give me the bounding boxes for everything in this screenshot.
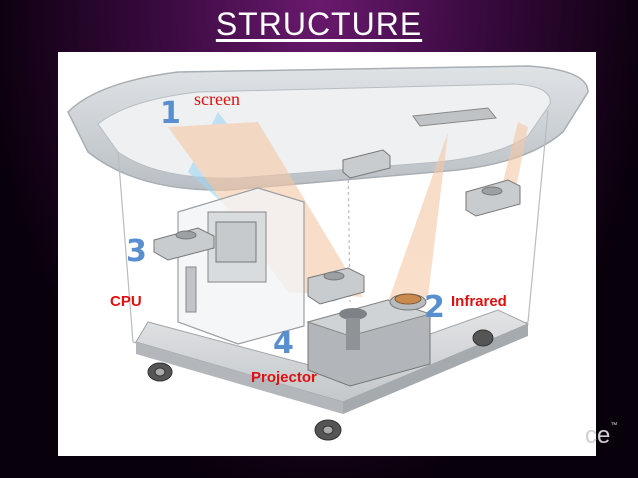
- wheels: [147, 329, 494, 441]
- slide-title: STRUCTURE: [0, 6, 638, 43]
- number-3-marker: 3: [126, 234, 147, 269]
- number-2-marker: 2: [424, 290, 445, 325]
- corner-text: ce: [585, 422, 611, 449]
- infrared-label: Infrared: [451, 293, 507, 310]
- slide-title-text: STRUCTURE: [215, 6, 423, 42]
- camera-units: [153, 149, 521, 305]
- number-1-marker: 1: [160, 96, 181, 131]
- trademark-mark: ™: [610, 422, 618, 429]
- base-platform: [135, 309, 530, 414]
- infrared-unit: [389, 293, 427, 311]
- table-diagram: [67, 65, 589, 441]
- number-4-marker: 4: [273, 326, 294, 361]
- screen-label: screen: [194, 89, 240, 109]
- diagram-panel: screen CPU Infrared Projector 1 2 3 4: [58, 52, 596, 456]
- corner-logo-fragment: ce™: [585, 422, 617, 450]
- mirror-bar: [412, 107, 497, 127]
- cpu-label: CPU: [110, 293, 142, 310]
- cpu-unit: [177, 187, 305, 345]
- projector-label: Projector: [251, 369, 317, 386]
